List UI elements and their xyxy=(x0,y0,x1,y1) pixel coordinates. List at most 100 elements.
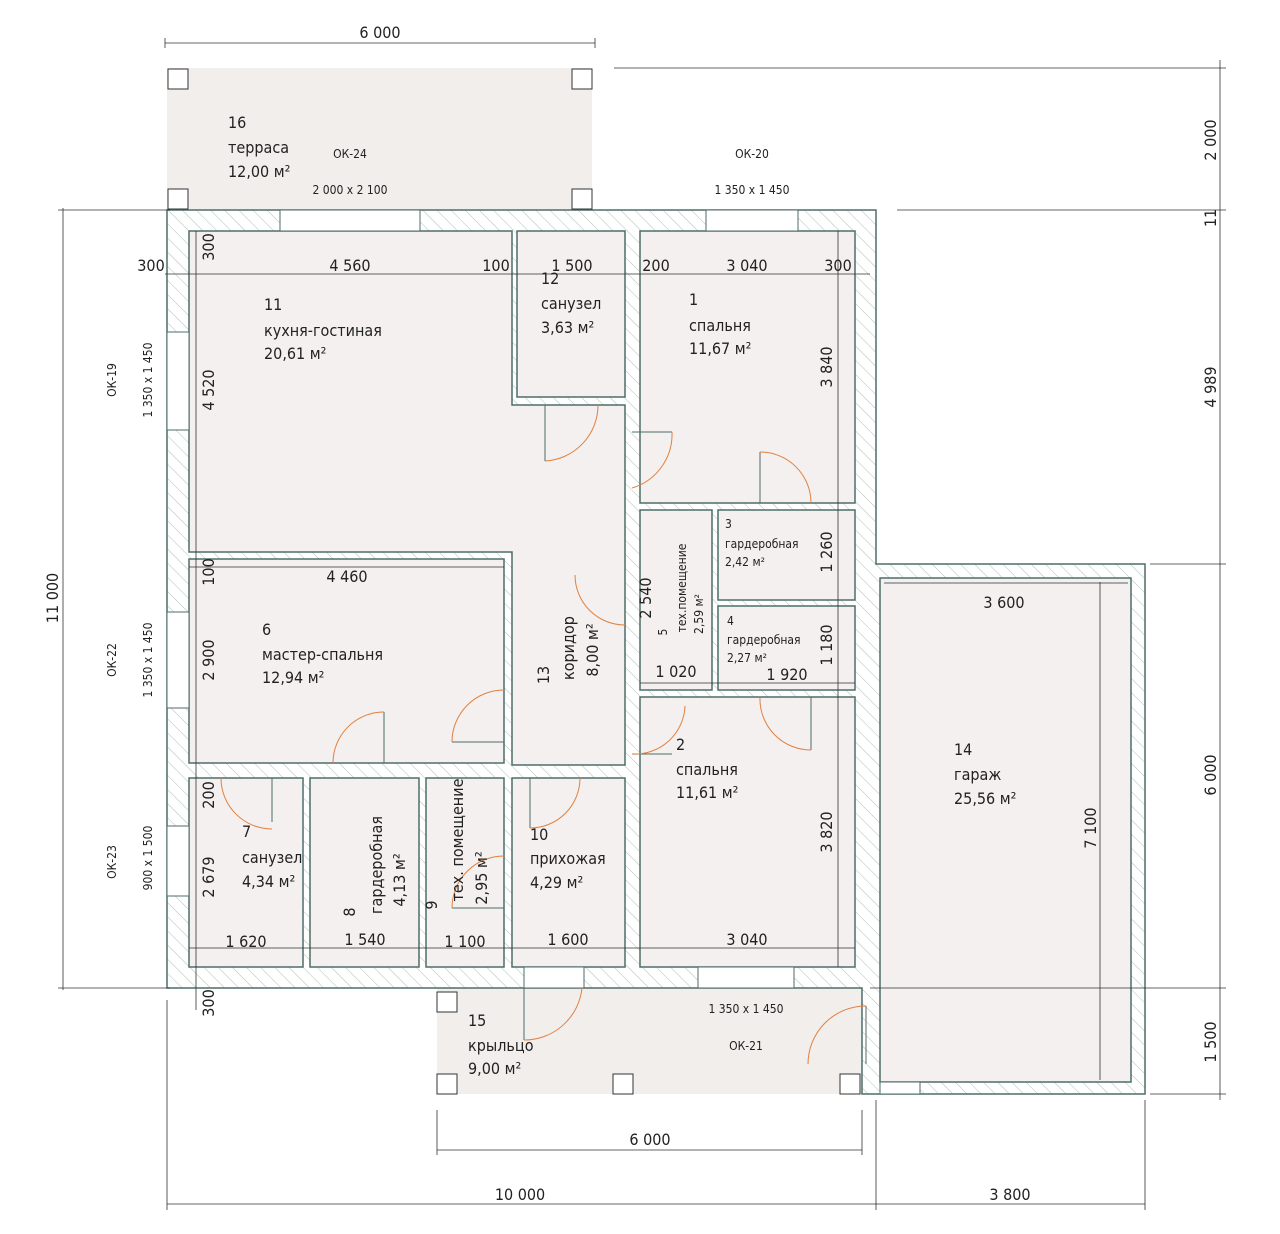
room-bathroom-12 xyxy=(516,230,626,398)
dim-label: 1 020 xyxy=(655,662,696,681)
room-garage xyxy=(879,577,1132,1083)
dim-label: 10 000 xyxy=(495,1185,545,1204)
room-name: спальня xyxy=(689,316,751,335)
room-labels: 16 терраса 12,00 м² 11 кухня-гостиная 20… xyxy=(228,113,1016,1078)
room-area: 2,95 м² xyxy=(472,851,491,904)
dim-label: 11 xyxy=(1201,209,1220,227)
dim-label: 3 840 xyxy=(817,346,836,387)
room-kitchen-living xyxy=(188,230,626,766)
dim-label: 300 xyxy=(199,989,218,1016)
window-size: 1 350 x 1 450 xyxy=(141,342,155,417)
room-area: 11,67 м² xyxy=(689,339,751,358)
window-size: 1 350 x 1 450 xyxy=(708,1002,783,1016)
window-size: 1 350 x 1 450 xyxy=(714,183,789,197)
dim-label: 2 000 xyxy=(1201,119,1220,160)
porch-area xyxy=(437,988,862,1094)
dim-label: 3 600 xyxy=(983,593,1024,612)
room-name: санузел xyxy=(541,294,601,313)
room-tech-5 xyxy=(639,509,713,691)
dim-label: 1 920 xyxy=(766,665,807,684)
room-name: мастер-спальня xyxy=(262,645,383,664)
room-number: 13 xyxy=(534,666,553,684)
room-number: 11 xyxy=(264,295,282,314)
dim-label: 1 100 xyxy=(444,932,485,951)
terrace-area xyxy=(167,68,592,210)
room-name: санузел xyxy=(242,848,302,867)
dim-label: 100 xyxy=(482,256,509,275)
room-number: 10 xyxy=(530,825,548,844)
room-area: 4,29 м² xyxy=(530,873,583,892)
room-bedroom-2 xyxy=(639,696,856,968)
room-name: гардеробная xyxy=(367,816,386,914)
window-mark: ОК-24 xyxy=(333,147,367,161)
dim-label: 1 500 xyxy=(551,256,592,275)
room-wardrobe-3 xyxy=(717,509,856,601)
window-mark: ОК-23 xyxy=(105,845,119,879)
room-name: крыльцо xyxy=(468,1036,534,1055)
columns xyxy=(167,68,861,1095)
room-area: 4,13 м² xyxy=(390,853,409,906)
dim-label: 2 540 xyxy=(636,577,655,618)
dim-label: 7 100 xyxy=(1081,807,1100,848)
room-area: 2,27 м² xyxy=(727,651,767,665)
dim-label: 3 040 xyxy=(726,256,767,275)
room-tech-9 xyxy=(425,777,505,968)
room-wardrobe-8 xyxy=(309,777,420,968)
dim-label: 300 xyxy=(824,256,851,275)
room-area: 9,00 м² xyxy=(468,1059,521,1078)
dim-label: 3 820 xyxy=(817,811,836,852)
room-name: спальня xyxy=(676,760,738,779)
room-name: коридор xyxy=(559,616,578,680)
room-area: 25,56 м² xyxy=(954,789,1016,808)
room-name: терраса xyxy=(228,138,289,157)
dim-label: 6 000 xyxy=(1201,754,1220,795)
room-number: 15 xyxy=(468,1011,486,1030)
dim-label: 6 000 xyxy=(629,1130,670,1149)
dim-label: 1 540 xyxy=(344,930,385,949)
room-wardrobe-4 xyxy=(717,605,856,691)
room-name: тех.помещение xyxy=(675,543,689,632)
windows xyxy=(166,209,921,1095)
room-area: 2,42 м² xyxy=(725,555,765,569)
window-mark: ОК-22 xyxy=(105,643,119,677)
dim-label: 2 679 xyxy=(199,856,218,897)
room-number: 1 xyxy=(689,290,698,309)
window-size: 900 x 1 500 xyxy=(141,826,155,891)
dim-label: 4 560 xyxy=(329,256,370,275)
room-area: 20,61 м² xyxy=(264,344,326,363)
room-bedroom-1 xyxy=(639,230,856,504)
window-size: 2 000 x 2 100 xyxy=(312,183,387,197)
dim-label: 1 500 xyxy=(1201,1021,1220,1062)
dim-label: 11 000 xyxy=(43,573,62,623)
room-area: 3,63 м² xyxy=(541,318,594,337)
dim-label: 300 xyxy=(199,233,218,260)
room-name: тех. помещение xyxy=(448,778,467,901)
room-area: 11,61 м² xyxy=(676,783,738,802)
dim-label: 3 800 xyxy=(989,1185,1030,1204)
dim-label: 4 520 xyxy=(199,369,218,410)
dim-label: 100 xyxy=(199,558,218,585)
room-name: кухня-гостиная xyxy=(264,321,382,340)
dimension-labels: 6 000 2 000 11 4 989 6 000 1 500 11 000 … xyxy=(43,23,1220,1204)
window-mark: ОК-20 xyxy=(735,147,769,161)
window-mark: ОК-19 xyxy=(105,363,119,397)
room-name: гардеробная xyxy=(725,537,799,551)
room-number: 3 xyxy=(725,517,732,531)
window-mark: ОК-21 xyxy=(729,1039,763,1053)
dim-label: 200 xyxy=(642,256,669,275)
room-number: 12 xyxy=(541,269,559,288)
room-area: 8,00 м² xyxy=(583,623,602,676)
dim-label: 6 000 xyxy=(359,23,400,42)
room-number: 16 xyxy=(228,113,246,132)
room-name: гардеробная xyxy=(727,633,801,647)
room-number: 9 xyxy=(422,900,441,909)
room-name: прихожая xyxy=(530,849,606,868)
room-area: 4,34 м² xyxy=(242,872,295,891)
room-number: 14 xyxy=(954,740,972,759)
room-number: 8 xyxy=(340,907,359,916)
dim-label: 1 260 xyxy=(817,531,836,572)
dim-label: 300 xyxy=(137,256,164,275)
window-labels: ОК-24 2 000 x 2 100 ОК-20 1 350 x 1 450 … xyxy=(105,147,790,1053)
room-number: 6 xyxy=(262,620,271,639)
